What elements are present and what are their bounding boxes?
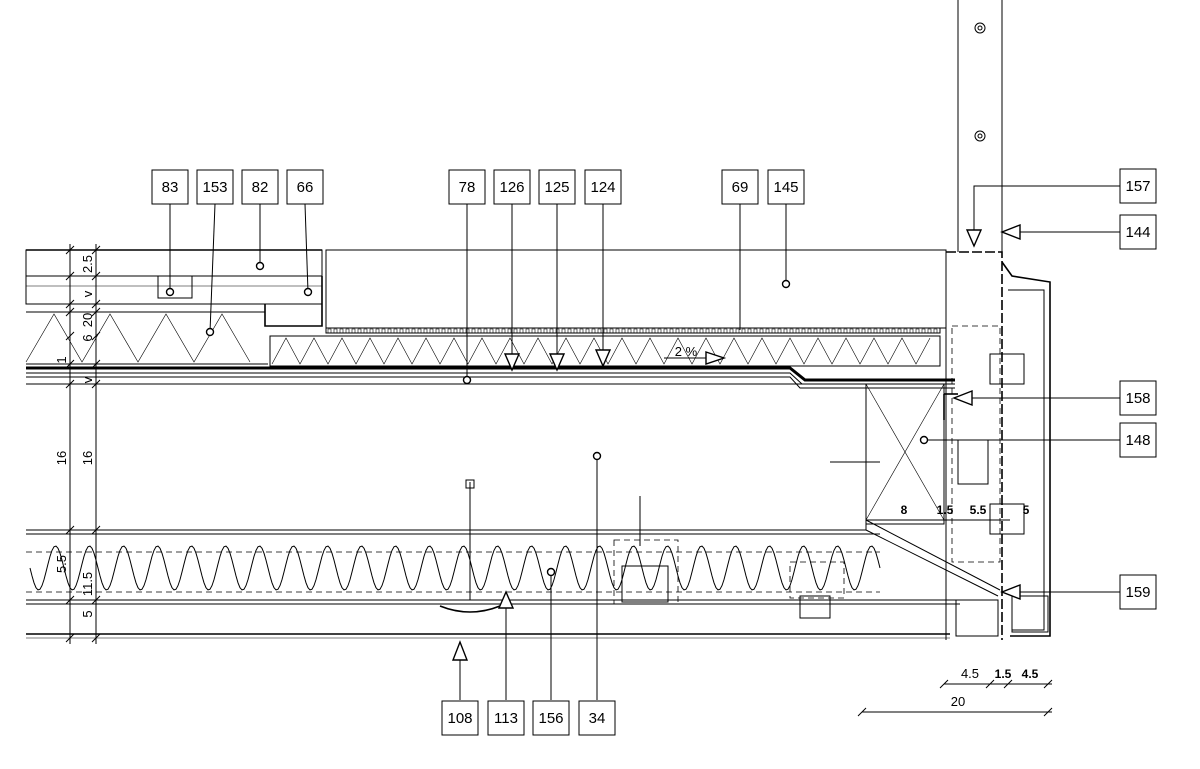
tag-bottom-34: 34 [578,700,616,736]
left-dim-inner-1: 16 [54,451,69,465]
tag-bottom-108: 108 [441,700,479,736]
tag-right-157: 157 [1119,168,1157,204]
deck-block [325,249,947,334]
tag-top-66: 66 [286,169,324,205]
membrane-layers [26,366,955,389]
tag-top-82: 82 [241,169,279,205]
left-dim-outer-5: 16 [80,451,95,465]
svg-text:83: 83 [162,179,179,196]
tag-top-153: 153 [196,169,234,205]
bottom-insulation [26,519,1001,639]
tag-bottom-156: 156 [532,700,570,736]
callout-arrows [451,223,1021,661]
left-dim-outer-3: 6 [80,334,95,341]
tag-right-148: 148 [1119,422,1157,458]
leaders [169,185,1120,700]
svg-text:158: 158 [1125,390,1150,407]
right-dim-2: 1.5 [937,503,954,517]
svg-text:82: 82 [252,179,269,196]
svg-text:145: 145 [773,179,798,196]
bottom-dim-2: 1.5 [995,667,1012,681]
svg-text:148: 148 [1125,432,1150,449]
left-dimension-ticks: 2.5 v 20 6 v 16 11.5 5 1 16 5.5 [54,245,101,643]
svg-text:159: 159 [1125,584,1150,601]
bottom-total: 20 [951,694,965,709]
svg-text:125: 125 [544,179,569,196]
left-dim-outer-0: 2.5 [80,255,95,273]
concrete-slab [26,383,945,531]
bottom-dimension-chain [857,679,1053,717]
tag-top-145: 145 [767,169,805,205]
callout-dots [165,261,929,577]
tag-top-124: 124 [584,169,622,205]
tag-top-83: 83 [151,169,189,205]
svg-text:108: 108 [447,710,472,727]
facade-column [943,0,1051,640]
svg-text:144: 144 [1125,224,1150,241]
svg-text:69: 69 [732,179,749,196]
bottom-dim-1: 4.5 [961,666,979,681]
left-dim-outer-7: 5 [80,610,95,617]
svg-text:126: 126 [499,179,524,196]
tag-right-158: 158 [1119,380,1157,416]
slope-label: 2 % [675,344,698,359]
tag-right-144: 144 [1119,214,1157,250]
left-dim-outer-4: v [80,376,95,383]
svg-text:34: 34 [589,710,606,727]
right-dim-4: 5 [1023,503,1030,517]
tag-top-69: 69 [721,169,759,205]
svg-text:113: 113 [494,710,518,727]
svg-text:124: 124 [590,179,615,196]
right-dim-3: 5.5 [970,503,987,517]
reference-tags: 83 153 82 66 78 126 125 124 69 145 108 113 156 34 157 1… [151,168,1157,736]
bottom-dim-3: 4.5 [1022,667,1039,681]
tag-top-125: 125 [538,169,576,205]
tag-top-126: 126 [493,169,531,205]
left-insulation [25,311,268,365]
anchors [439,461,880,619]
svg-text:153: 153 [202,179,227,196]
left-dim-outer-6: 11.5 [80,572,95,596]
svg-text:78: 78 [459,179,476,196]
tag-top-78: 78 [448,169,486,205]
tag-bottom-113: 113 [487,700,525,736]
left-dim-outer-2: 20 [80,313,95,327]
left-dim-outer-1: v [80,290,95,297]
svg-text:157: 157 [1125,178,1150,195]
left-dim-inner-2: 5.5 [54,555,69,573]
svg-text:156: 156 [538,710,563,727]
tag-right-159: 159 [1119,574,1157,610]
paving-layer [25,249,323,327]
svg-text:66: 66 [297,179,314,196]
left-dim-inner-0: 1 [54,356,69,363]
left-dimension-chain [69,244,97,644]
right-dim-1: 8 [901,503,908,517]
